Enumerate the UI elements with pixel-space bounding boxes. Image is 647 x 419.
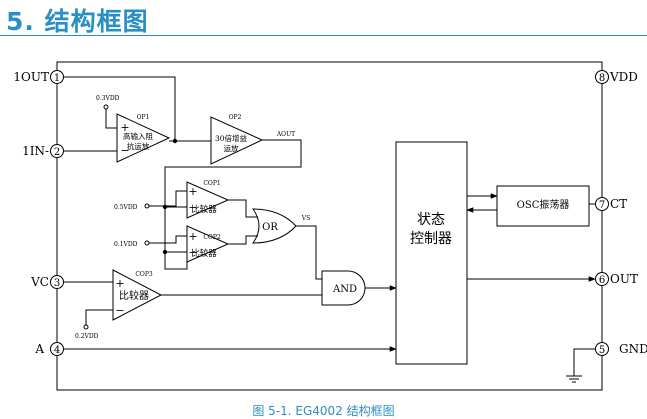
cop1-tag: COP1 <box>203 180 220 187</box>
section-heading: 5. 结构框图 <box>6 7 149 36</box>
pin-6-label: OUT <box>610 272 638 286</box>
figure-caption: 图 5-1. EG4002 结构框图 <box>252 404 395 418</box>
pin-1-marker <box>50 70 64 84</box>
or-gate <box>252 208 297 244</box>
cop2-minus: − <box>188 246 197 259</box>
pin-4-marker <box>50 342 64 356</box>
op2-tag: OP2 <box>229 114 242 121</box>
or-gate-label: OR <box>262 222 278 233</box>
pin-2-label: 1IN- <box>22 144 49 158</box>
ref-0.1vdd: 0.1VDD <box>114 241 138 248</box>
reference-terminals <box>83 104 150 330</box>
op1-amplifier <box>116 113 171 163</box>
op1-plus: + <box>120 121 129 134</box>
pin-2-number: 2 <box>54 147 60 158</box>
osc-label: OSC振荡器 <box>517 198 570 211</box>
pin-7-number: 7 <box>599 200 605 211</box>
heading-rule <box>0 35 647 36</box>
aout-label: AOUT <box>276 131 295 138</box>
ref-0.3vdd: 0.3VDD <box>96 95 120 102</box>
op1-minus: − <box>120 144 129 157</box>
pin-8-number: 8 <box>599 73 605 84</box>
cop1-label: 比较器 <box>191 204 217 215</box>
cop3-comparator <box>112 269 163 321</box>
cop1-plus: + <box>188 185 197 198</box>
chip-outline <box>56 61 603 391</box>
cop2-plus: + <box>188 230 197 243</box>
pin-8-marker <box>595 70 609 84</box>
state-controller-block <box>395 141 468 365</box>
cop3-minus: − <box>115 304 124 317</box>
and-gate <box>321 270 366 306</box>
controller-label-line1: 状态 <box>417 212 445 228</box>
cop2-label: 比较器 <box>191 248 217 259</box>
pin-5-label: GND <box>619 342 647 356</box>
cop1-comparator <box>186 181 230 219</box>
op1-tag: OP1 <box>137 114 150 121</box>
cop2-tag: COP2 <box>203 234 221 241</box>
pin-3-marker <box>50 275 64 289</box>
pin-5-number: 5 <box>599 345 605 356</box>
block-diagram: 1 2 3 4 5 6 7 8 1OUT 1IN- VC A GND OUT C… <box>13 61 647 391</box>
ref-0.5vdd: 0.5VDD <box>114 204 138 211</box>
pin-7-marker <box>595 197 609 211</box>
controller-label-line2: 控制器 <box>410 231 452 247</box>
ref-0.2vdd: 0.2VDD <box>75 333 99 340</box>
cop2-comparator <box>186 225 230 263</box>
op2-label-line1: 30倍增益 <box>215 133 248 143</box>
cop1-minus: − <box>188 201 197 214</box>
pin-6-number: 6 <box>599 275 605 286</box>
pin-2-marker <box>50 144 64 158</box>
cop3-label: 比较器 <box>119 289 149 302</box>
pin-1-number: 1 <box>54 73 60 84</box>
pin-3-number: 3 <box>54 278 60 289</box>
cop3-plus: + <box>115 277 124 290</box>
op1-label-line1: 高输入阻 <box>123 131 153 141</box>
pin-5-marker <box>595 342 609 356</box>
junction-dots <box>162 138 178 255</box>
pin-1-label: 1OUT <box>13 70 49 84</box>
pin-7-label: CT <box>610 197 627 211</box>
pin-6-marker <box>595 272 609 286</box>
op1-label-line2: 抗运放 <box>127 141 150 151</box>
vs-label: VS <box>301 215 310 222</box>
op2-label-line2: 运放 <box>224 143 239 153</box>
cop3-tag: COP3 <box>135 271 153 278</box>
osc-block <box>496 185 590 227</box>
pin-8-label: VDD <box>609 70 638 84</box>
and-gate-label: AND <box>332 284 357 295</box>
pin-3-label: VC <box>30 275 49 289</box>
pin-4-label: A <box>34 342 44 356</box>
pin-4-number: 4 <box>54 345 60 356</box>
